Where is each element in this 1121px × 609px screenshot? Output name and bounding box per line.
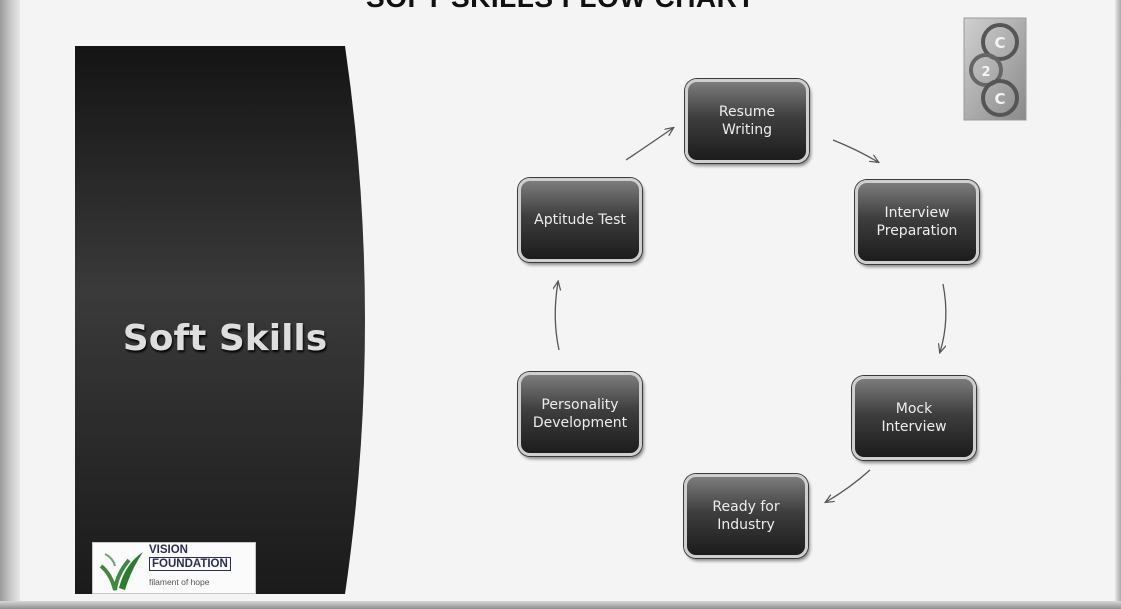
vf-name-line2: FOUNDATION (149, 557, 231, 571)
flow-node-personality-development: Personality Development (518, 372, 642, 456)
c2c-logo: C 2 C (963, 17, 1027, 121)
flow-node-resume-writing: Resume Writing (685, 79, 809, 163)
vision-foundation-logo: VISION FOUNDATION filament of hope (92, 542, 256, 594)
vf-name: VISION FOUNDATION (149, 544, 231, 571)
soft-skills-label: Soft Skills (122, 318, 328, 359)
flow-node-ready-for-industry: Ready for Industry (684, 474, 808, 558)
flow-node-label: Resume Writing (718, 104, 776, 138)
page-left-edge (0, 0, 20, 609)
arrow-aptitude-to-resume (625, 128, 673, 161)
arrow-personality-to-aptitude (555, 282, 559, 351)
page-bottom-edge (0, 601, 1121, 609)
page-right-edge (1115, 0, 1121, 609)
flow-node-interview-preparation: Interview Preparation (855, 180, 979, 264)
arrow-interview-to-mock (940, 283, 947, 352)
c2c-letter-bottom: C (994, 90, 1005, 108)
flow-node-label: Interview Preparation (876, 205, 958, 239)
flow-node-mock-interview: Mock Interview (852, 376, 976, 460)
soft-skills-panel: Soft Skills (75, 46, 375, 594)
panel-background (75, 46, 365, 594)
flow-node-label: Aptitude Test (534, 212, 626, 228)
arrow-resume-to-interview (832, 139, 878, 162)
flow-node-label: Ready for Industry (712, 499, 780, 533)
flow-node-label: Personality Development (532, 397, 628, 431)
vf-tagline: filament of hope (149, 577, 210, 587)
c2c-letter-top: C (994, 34, 1005, 52)
arrow-mock-to-ready (826, 469, 871, 502)
flow-node-label: Mock Interview (881, 401, 947, 435)
vf-mark-icon (99, 552, 143, 591)
slide-title: SOFT SKILLS FLOW CHART (0, 0, 1121, 14)
c2c-letter-mid: 2 (981, 65, 990, 80)
flow-node-aptitude-test: Aptitude Test (518, 178, 642, 262)
vf-name-line1: VISION (149, 544, 188, 556)
